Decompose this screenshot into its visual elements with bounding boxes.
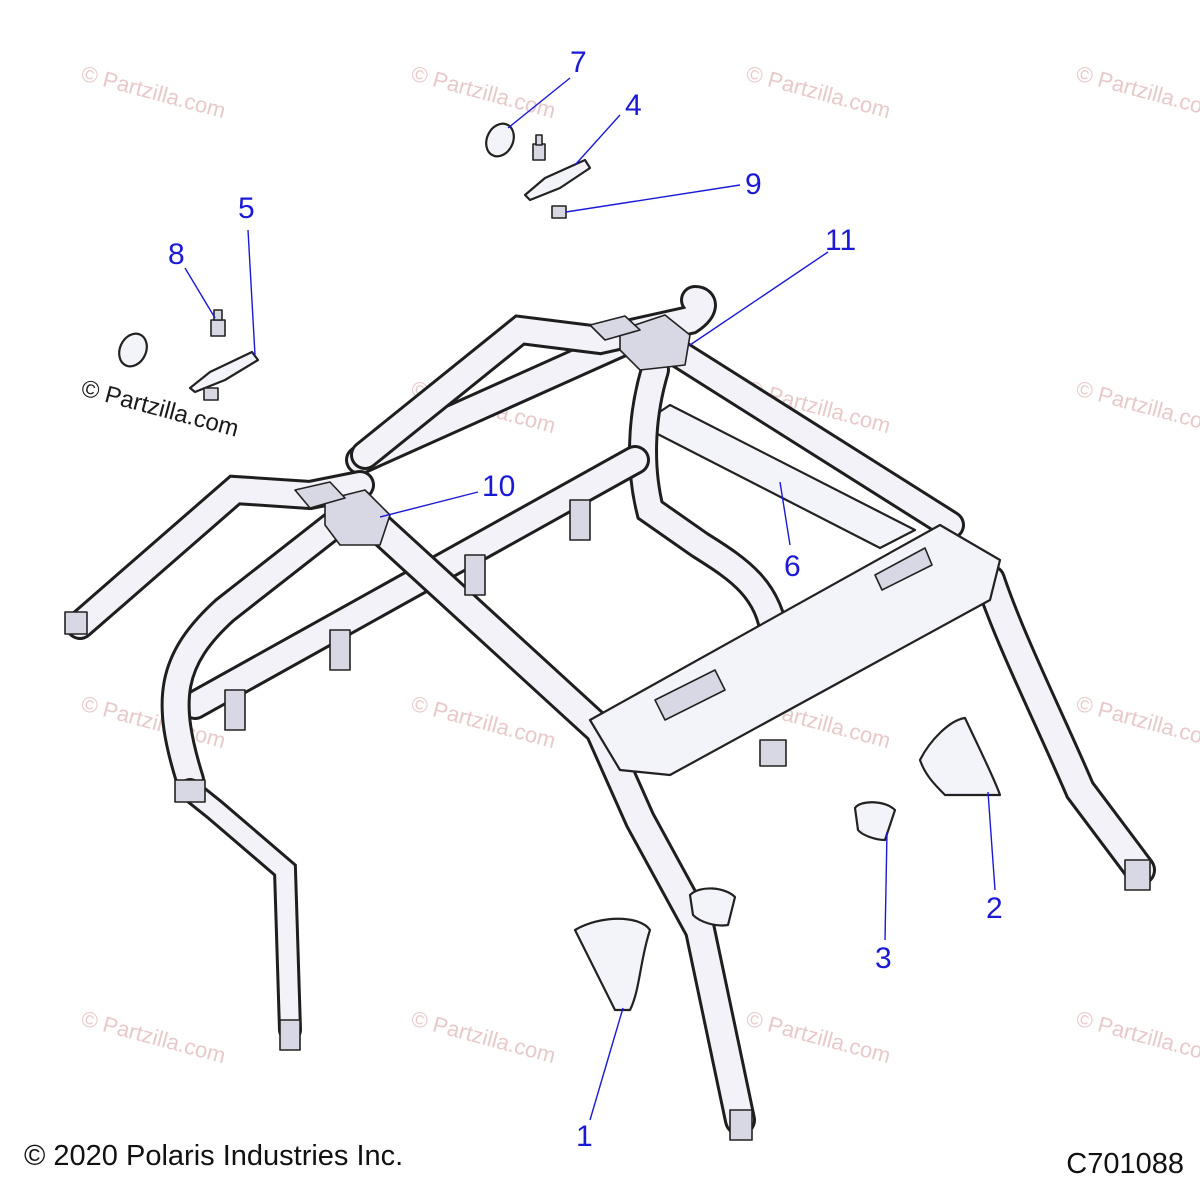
leader-11 <box>689 251 829 346</box>
part-3-clamp <box>853 801 897 842</box>
part-1-gusset <box>573 917 652 1012</box>
tube-right-upper-rail <box>650 330 965 540</box>
leader-4 <box>574 114 621 166</box>
leg-end-front-left <box>279 1019 301 1051</box>
callout-3: 3 <box>875 942 892 975</box>
part-9-nut <box>551 205 567 219</box>
part-cap-left <box>118 332 148 368</box>
watermark: © Partzilla.com <box>409 61 559 124</box>
rail-end-front <box>64 611 88 635</box>
watermark: © Partzilla.com <box>1074 691 1200 754</box>
part-7-cap <box>485 122 515 158</box>
watermark: © Partzilla.com <box>1074 376 1200 439</box>
tube-rear-inner-post <box>628 355 790 655</box>
mount-tab <box>569 499 591 541</box>
callout-1: 1 <box>576 1120 593 1153</box>
tube-middle-crossbar <box>180 445 650 720</box>
leader-5 <box>247 229 256 356</box>
leader-lines <box>184 77 996 1121</box>
diagram-code: C701088 <box>1066 1148 1184 1180</box>
leader-8 <box>184 267 216 319</box>
callout-10: 10 <box>482 470 515 503</box>
tube-front-left-hoop <box>160 505 355 795</box>
callout-7: 7 <box>570 46 587 79</box>
part-5-bracket <box>188 350 260 394</box>
watermark-dark: © Partzilla.com <box>78 375 241 443</box>
watermark: © Partzilla.com <box>79 61 229 124</box>
callout-4: 4 <box>625 89 642 122</box>
watermark: © Partzilla.com <box>744 1006 894 1069</box>
cross-member-slot <box>874 547 933 591</box>
watermark: © Partzilla.com <box>79 1006 229 1069</box>
tube-right-rear-leg <box>974 564 1156 886</box>
leg-end-rear-right <box>1124 859 1151 891</box>
inner-post-clamp <box>759 739 787 767</box>
leader-6 <box>779 481 791 546</box>
callout-6: 6 <box>784 550 801 583</box>
mount-tab <box>464 554 486 596</box>
leader-2 <box>987 791 996 891</box>
leader-1 <box>589 1007 624 1121</box>
hoop-clamp <box>174 779 206 803</box>
joint-block-top <box>589 315 641 341</box>
part-4-bracket <box>523 158 592 202</box>
nut-left <box>203 387 219 401</box>
leader-9 <box>565 184 741 213</box>
part-8-bolt <box>210 309 226 337</box>
callout-labels: 1 2 3 4 5 6 7 8 9 10 11 <box>168 46 1003 1153</box>
joint-block-10 <box>324 489 391 546</box>
callout-8: 8 <box>168 238 185 271</box>
tube-front-left-lower-leg <box>178 778 302 1042</box>
callout-11: 11 <box>825 224 856 257</box>
leg-end-front-right <box>729 1109 753 1141</box>
watermark: © Partzilla.com <box>409 1006 559 1069</box>
mount-tab <box>224 689 246 731</box>
clamp-middle <box>688 887 737 927</box>
cross-member-slot <box>654 669 726 721</box>
mount-tab <box>329 629 351 671</box>
callout-2: 2 <box>986 892 1003 925</box>
roll-cage <box>64 285 1156 1141</box>
leader-7 <box>507 77 571 129</box>
part-2-gusset <box>918 716 1002 797</box>
callout-5: 5 <box>238 192 255 225</box>
watermark: © Partzilla.com <box>744 61 894 124</box>
cross-member-panel <box>588 523 1002 777</box>
leader-10 <box>379 491 479 518</box>
watermark: © Partzilla.com <box>409 691 559 754</box>
copyright-text: © 2020 Polaris Industries Inc. <box>24 1140 404 1172</box>
leader-3 <box>884 831 888 941</box>
watermark: © Partzilla.com <box>1074 61 1200 124</box>
bolt-top <box>532 134 546 161</box>
watermark: © Partzilla.com <box>1074 1006 1200 1069</box>
tube-diagonal-front-right <box>349 499 756 1136</box>
callout-9: 9 <box>745 168 762 201</box>
joint-block-left <box>294 481 346 509</box>
